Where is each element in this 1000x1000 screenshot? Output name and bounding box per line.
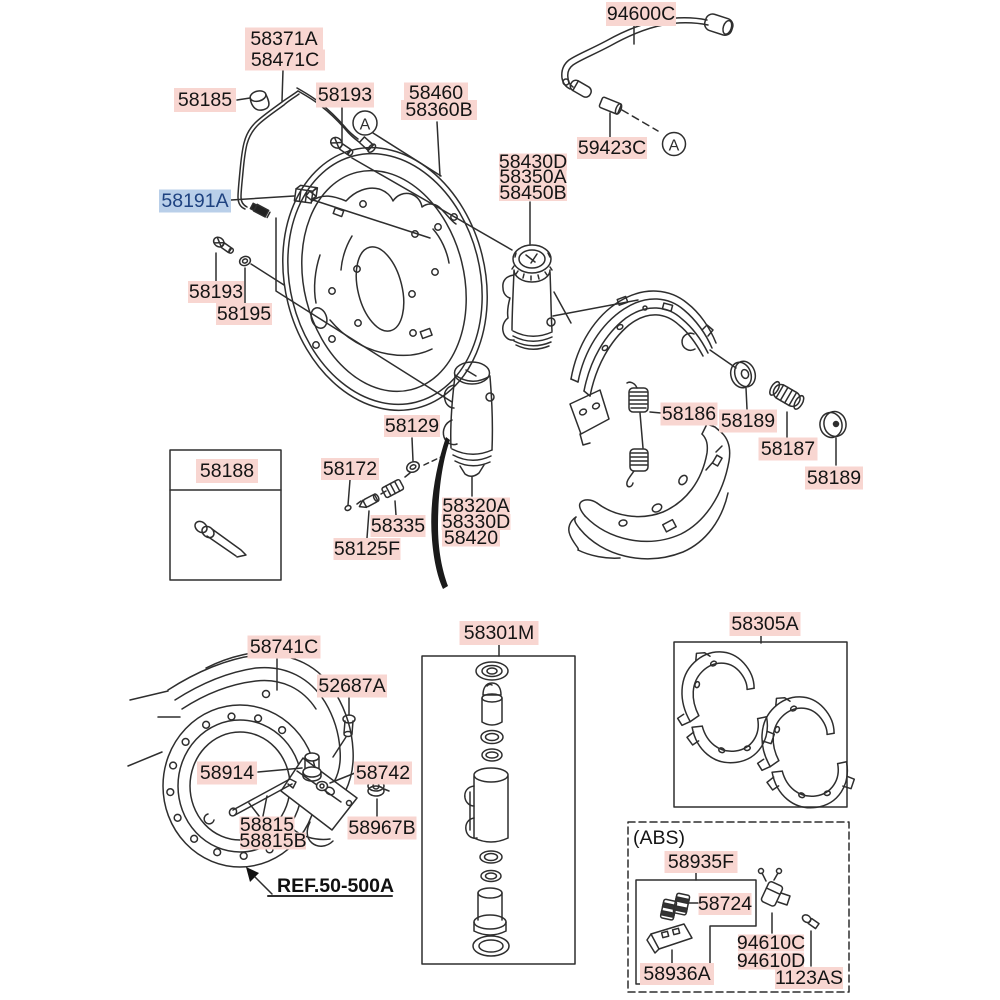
svg-text:58724: 58724 xyxy=(698,893,752,915)
svg-text:58193: 58193 xyxy=(318,84,372,106)
svg-text:58189: 58189 xyxy=(721,410,775,432)
svg-text:1123AS: 1123AS xyxy=(775,967,843,989)
svg-text:94600C: 94600C xyxy=(607,3,675,25)
svg-text:58430D: 58430D xyxy=(499,151,567,173)
svg-text:58129: 58129 xyxy=(385,415,439,437)
svg-text:59423C: 59423C xyxy=(578,137,646,159)
svg-text:58815: 58815 xyxy=(240,814,294,836)
svg-text:A: A xyxy=(360,117,371,134)
svg-text:A: A xyxy=(669,138,680,155)
svg-text:94610C: 94610C xyxy=(737,932,805,954)
svg-text:58330D: 58330D xyxy=(442,511,510,533)
svg-text:58186: 58186 xyxy=(662,403,716,425)
svg-text:58460: 58460 xyxy=(409,82,463,104)
svg-text:58187: 58187 xyxy=(761,438,815,460)
svg-text:58371A: 58371A xyxy=(250,28,317,50)
svg-text:58914: 58914 xyxy=(200,762,254,784)
svg-text:52687A: 52687A xyxy=(318,675,385,697)
svg-text:58741C: 58741C xyxy=(250,636,318,658)
svg-text:58189: 58189 xyxy=(807,467,861,489)
svg-text:58350A: 58350A xyxy=(499,166,566,188)
svg-text:58305A: 58305A xyxy=(731,613,798,635)
svg-text:58742: 58742 xyxy=(356,762,410,784)
svg-text:58420: 58420 xyxy=(444,527,498,549)
svg-text:(ABS): (ABS) xyxy=(633,827,685,849)
svg-text:58188: 58188 xyxy=(200,460,254,482)
svg-text:58193: 58193 xyxy=(189,281,243,303)
svg-text:58195: 58195 xyxy=(217,303,271,325)
svg-text:REF.50-500A: REF.50-500A xyxy=(277,875,394,897)
svg-text:58335: 58335 xyxy=(371,515,425,537)
svg-text:58301M: 58301M xyxy=(464,622,534,644)
svg-text:58936A: 58936A xyxy=(643,963,710,985)
svg-text:58125F: 58125F xyxy=(334,538,400,560)
svg-text:58450B: 58450B xyxy=(499,182,566,204)
svg-text:58471C: 58471C xyxy=(251,49,319,71)
svg-text:58191A: 58191A xyxy=(161,190,228,212)
svg-text:58935F: 58935F xyxy=(668,851,734,873)
svg-text:58185: 58185 xyxy=(178,89,232,111)
svg-text:94610D: 94610D xyxy=(737,950,805,972)
svg-text:58815B: 58815B xyxy=(239,830,306,852)
svg-text:58360B: 58360B xyxy=(405,99,472,121)
svg-text:58967B: 58967B xyxy=(348,817,415,839)
svg-text:58320A: 58320A xyxy=(442,495,509,517)
svg-text:58172: 58172 xyxy=(323,458,377,480)
